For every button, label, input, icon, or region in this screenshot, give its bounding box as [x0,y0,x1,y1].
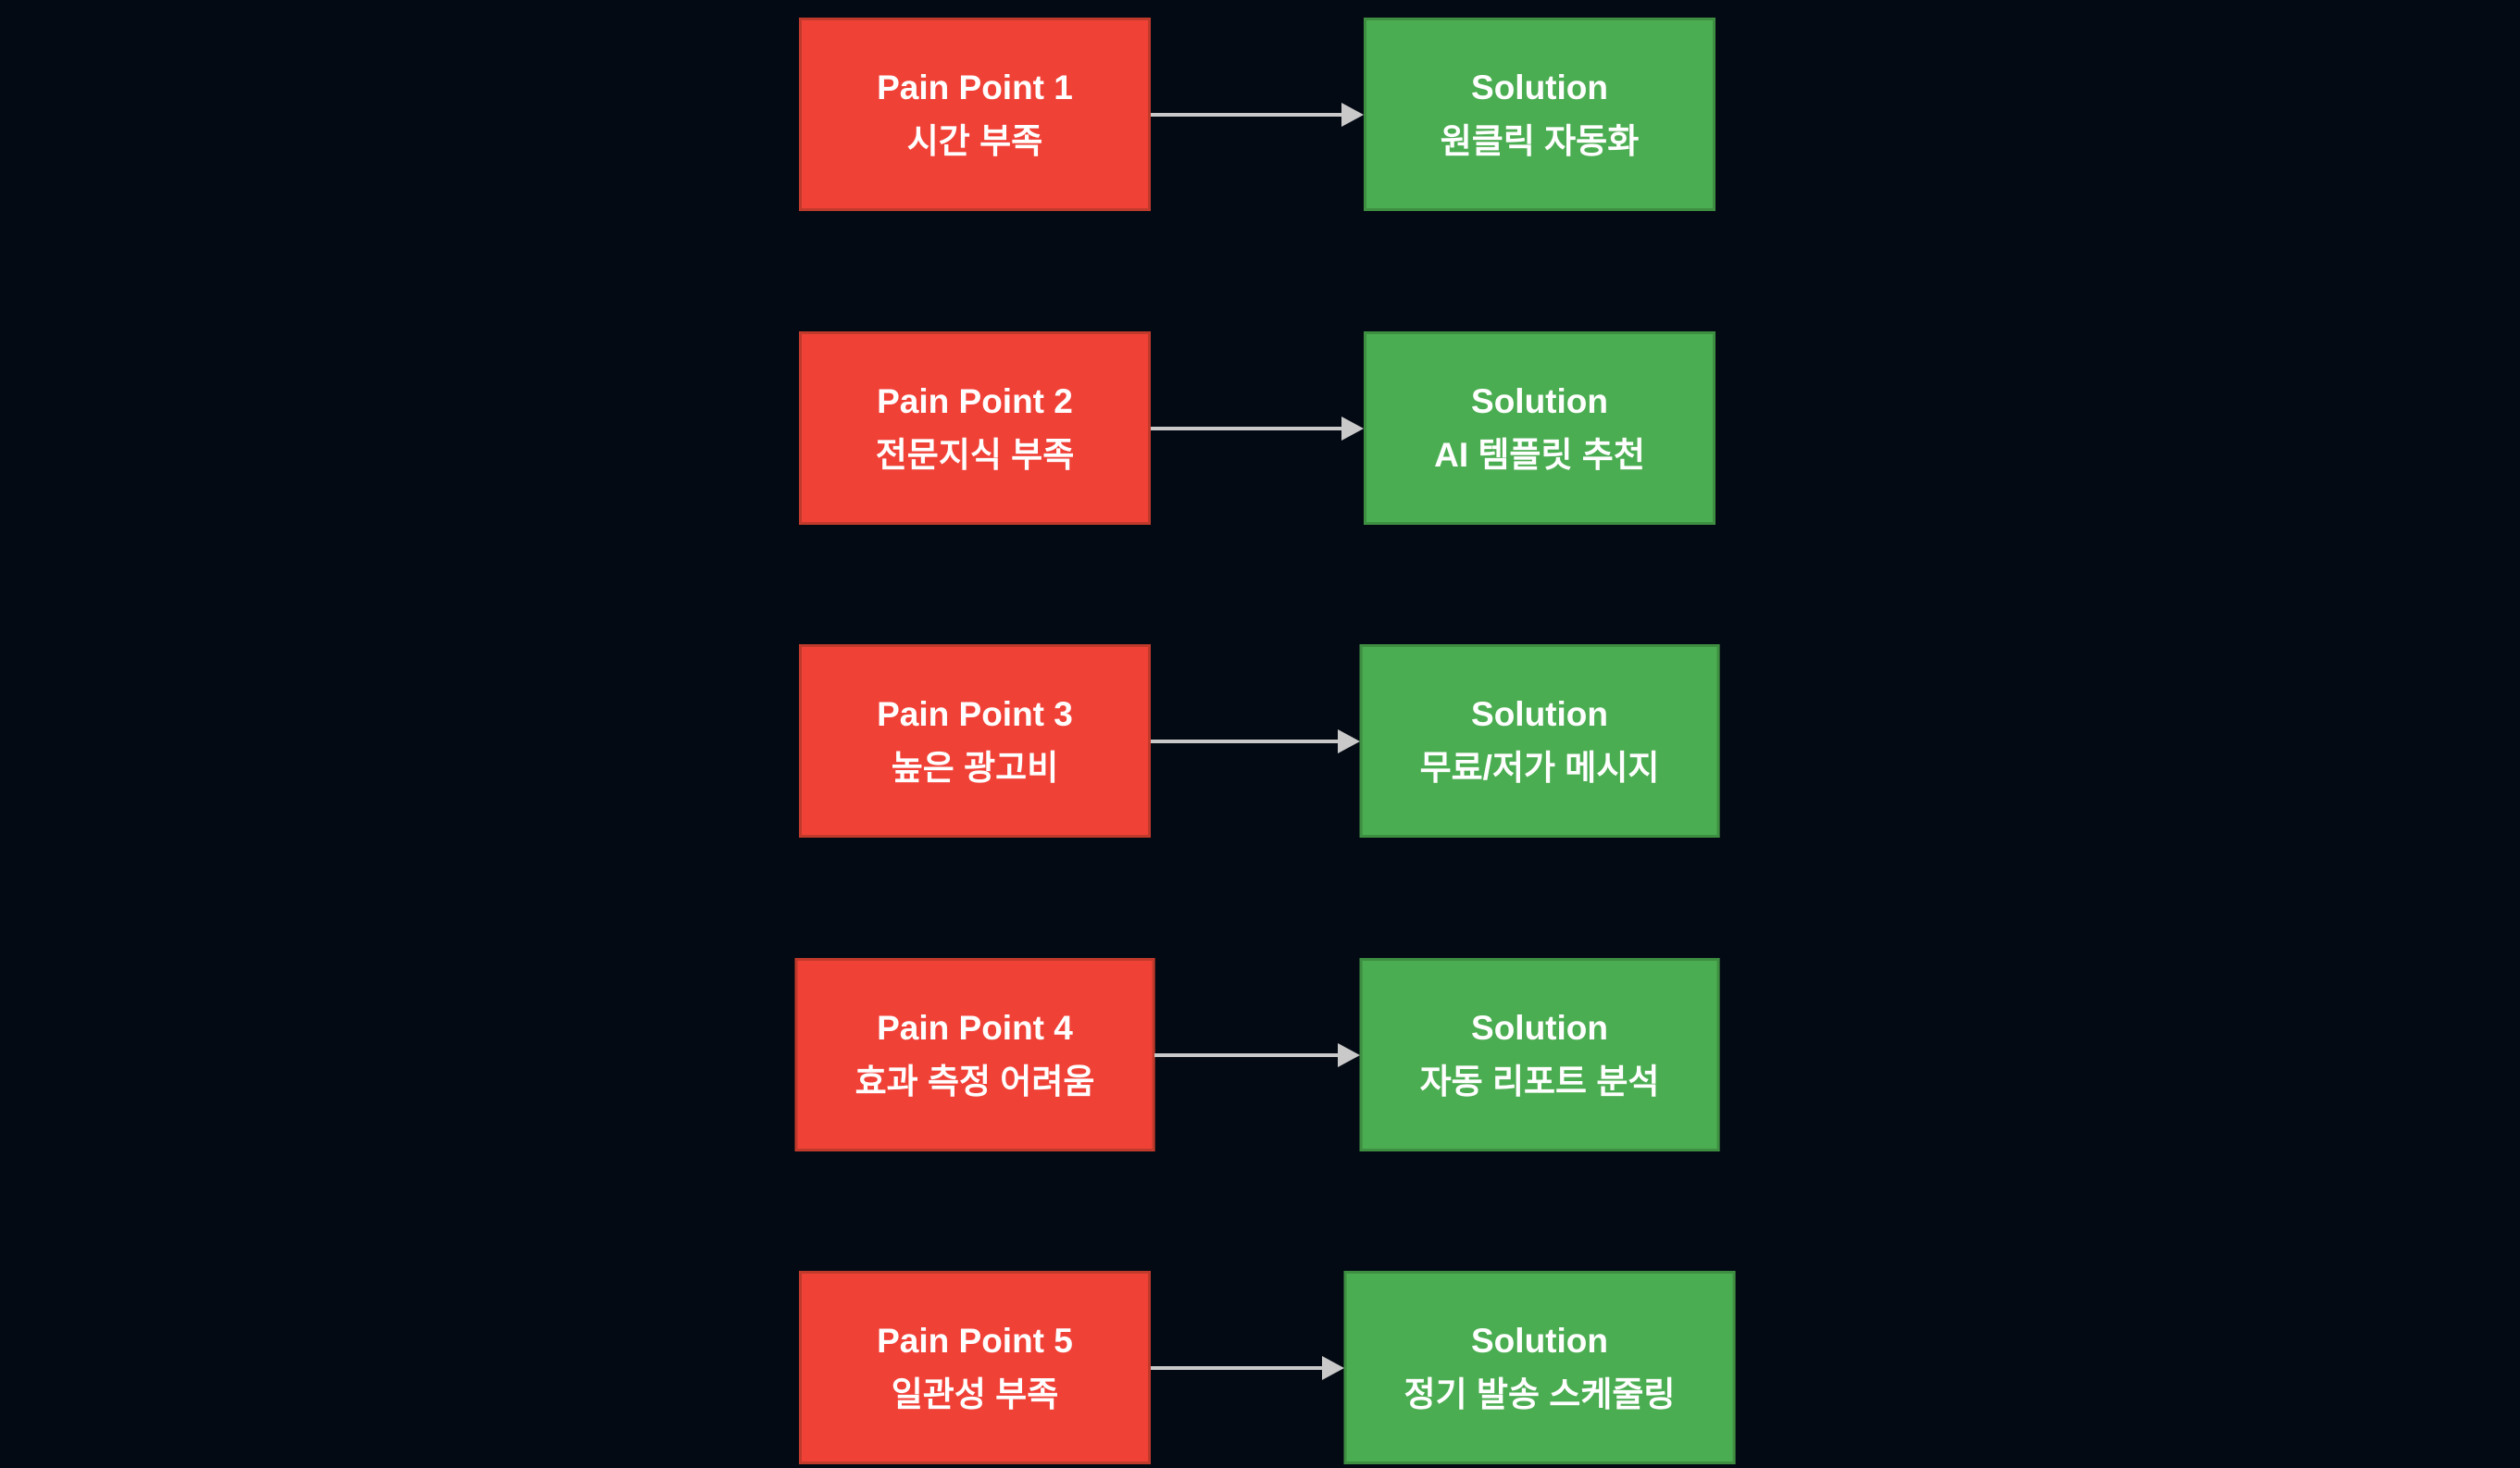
solution-subtitle: AI 템플릿 추천 [1434,435,1645,474]
arrow-line [1151,739,1339,743]
solution-box: Solution 무료/저가 메시지 [1359,644,1720,838]
pain-point-title: Pain Point 1 [877,68,1073,106]
solution-subtitle: 정기 발송 스케줄링 [1403,1375,1676,1413]
solution-title: Solution [1471,694,1608,733]
pain-point-title: Pain Point 2 [877,381,1073,420]
pain-point-box: Pain Point 5 일관성 부족 [799,1271,1151,1464]
pain-point-subtitle: 시간 부족 [906,121,1043,160]
arrow-line [1151,112,1342,117]
solution-box: Solution AI 템플릿 추천 [1364,331,1715,525]
solution-subtitle: 원클릭 자동화 [1440,121,1640,160]
pain-point-box: Pain Point 1 시간 부족 [799,18,1151,211]
arrow-line [1151,426,1342,430]
pain-solution-row: Pain Point 5 일관성 부족 Solution 정기 발송 스케줄링 [0,1271,2520,1464]
solution-box: Solution 원클릭 자동화 [1364,18,1715,211]
arrow-right-icon [1341,102,1364,127]
pain-point-box: Pain Point 2 전문지식 부족 [799,331,1151,525]
arrow-connector [1154,1042,1360,1067]
arrow-connector [1151,416,1364,441]
pain-point-box: Pain Point 4 효과 측정 어려움 [794,958,1155,1151]
arrow-line [1154,1052,1339,1057]
pain-point-subtitle: 전문지식 부족 [875,435,1075,474]
pain-solution-row: Pain Point 4 효과 측정 어려움 Solution 자동 리포트 분… [0,958,2520,1151]
solution-title: Solution [1471,1321,1608,1360]
pain-point-box: Pain Point 3 높은 광고비 [799,644,1151,838]
pain-point-title: Pain Point 3 [877,694,1073,733]
solution-box: Solution 자동 리포트 분석 [1359,958,1720,1151]
solution-subtitle: 자동 리포트 분석 [1419,1062,1660,1101]
arrow-right-icon [1341,416,1364,441]
pain-point-subtitle: 효과 측정 어려움 [855,1062,1095,1101]
arrow-right-icon [1321,1355,1344,1380]
arrow-line [1151,1365,1323,1370]
pain-point-title: Pain Point 5 [877,1321,1073,1360]
arrow-right-icon [1337,1042,1360,1067]
solution-title: Solution [1471,1008,1608,1047]
solution-title: Solution [1471,381,1608,420]
arrow-connector [1151,102,1364,127]
pain-point-subtitle: 일관성 부족 [891,1375,1059,1413]
pain-solution-row: Pain Point 1 시간 부족 Solution 원클릭 자동화 [0,18,2520,211]
arrow-connector [1151,728,1360,753]
arrow-connector [1151,1355,1344,1380]
solution-title: Solution [1471,68,1608,106]
pain-solution-row: Pain Point 2 전문지식 부족 Solution AI 템플릿 추천 [0,331,2520,525]
pain-solution-row: Pain Point 3 높은 광고비 Solution 무료/저가 메시지 [0,644,2520,838]
solution-subtitle: 무료/저가 메시지 [1419,748,1660,787]
pain-point-title: Pain Point 4 [877,1008,1073,1047]
pain-point-subtitle: 높은 광고비 [891,748,1059,787]
solution-box: Solution 정기 발송 스케줄링 [1343,1271,1736,1464]
arrow-right-icon [1337,728,1360,753]
